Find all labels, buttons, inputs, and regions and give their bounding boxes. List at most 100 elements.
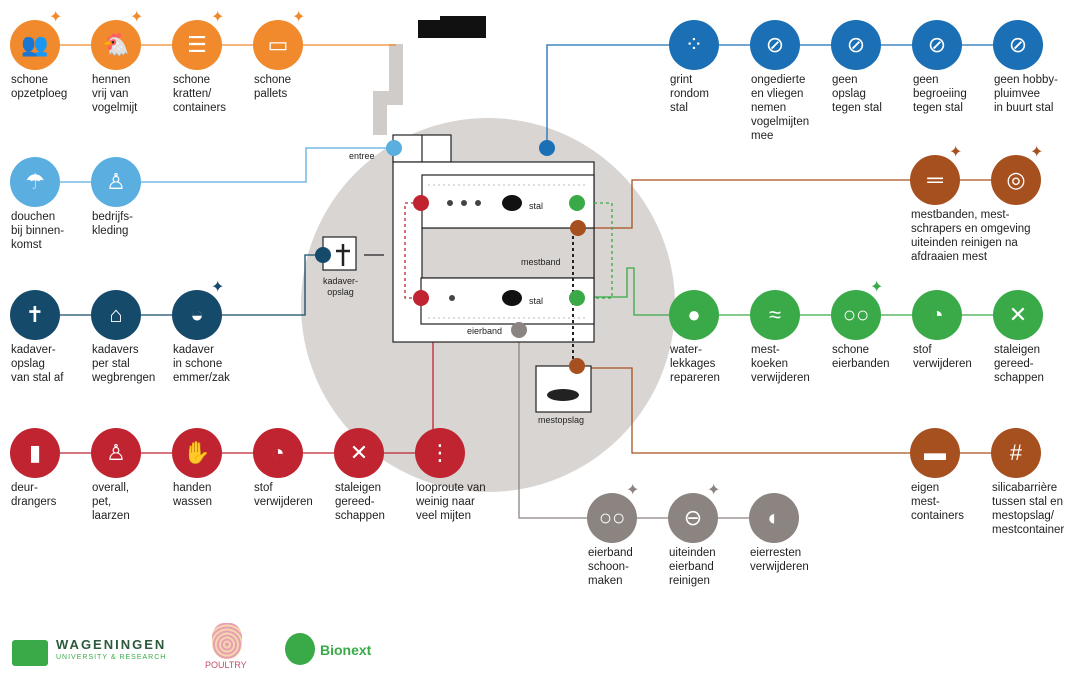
orange-label: hennen vrij van vogelmijt: [92, 74, 138, 114]
no-fly-icon: ⊘: [750, 20, 800, 70]
mite-icon: [449, 295, 455, 301]
green-dot-top: [569, 195, 585, 211]
orange-label: schone kratten/ containers: [173, 74, 227, 114]
sparkle-icon: ✦: [49, 9, 63, 26]
vacuum-icon: ◔: [912, 290, 962, 340]
no-storage-icon: ⊘: [831, 20, 881, 70]
light-blue-connector: [35, 147, 394, 183]
hen-icon: 🐔: [91, 20, 141, 70]
brown-bottom-connector: [577, 367, 1020, 454]
brown-bottom-label: silicabarrière tussen stal en mestopslag…: [992, 482, 1065, 536]
gravel-icon: ⁘: [669, 20, 719, 70]
sparkle-icon: ✦: [870, 279, 884, 296]
navy-label: kadaver in schone emmer/zak: [173, 344, 230, 384]
mestopslag-box: [535, 365, 592, 413]
hand-icon: ✋: [172, 428, 222, 478]
shower-icon: ☂: [10, 157, 60, 207]
navy-label: kadavers per stal wegbrengen: [92, 344, 156, 384]
green-label: schone eierbanden: [832, 344, 890, 370]
coverall-icon: ♙: [91, 157, 141, 207]
belt-icon: ═: [910, 155, 960, 205]
brown-bottom-label: eigen mest- containers: [911, 482, 965, 522]
blue-label: geen hobby- pluimvee in buurt stal: [994, 74, 1058, 114]
navy-dot: [315, 247, 331, 263]
overall-icon: ♙: [91, 428, 141, 478]
vacuum-icon: ◔: [253, 428, 303, 478]
red-label: overall, pet, laarzen: [92, 482, 130, 522]
grey-label: eierresten verwijderen: [750, 547, 809, 573]
blue-label: geen opslag tegen stal: [832, 74, 882, 114]
red-dot-top: [413, 195, 429, 211]
ladder-icon: ☰: [172, 20, 222, 70]
chicken-icon: [502, 290, 522, 306]
brown-dot-bottom: [569, 358, 585, 374]
door-icon: ▮: [10, 428, 60, 478]
sparkle-icon: ✦: [211, 279, 225, 296]
fence-icon: #: [991, 428, 1041, 478]
brown-top-connector: [578, 179, 1020, 229]
cross-icon: ✝: [10, 290, 60, 340]
brown-top-label: mestbanden, mest- schrapers en omgeving …: [911, 209, 1031, 263]
tunnel-icon: ⌂: [91, 290, 141, 340]
egg-belt-icon: ○○: [587, 493, 637, 543]
green-label: water- lekkages repareren: [670, 344, 720, 384]
entree-dot: [386, 140, 402, 156]
tools-icon: ✕: [334, 428, 384, 478]
scraper-icon: ◎: [991, 155, 1041, 205]
wageningen-subtitle: UNIVERSITY & RESEARCH: [56, 654, 167, 661]
brown-dot-top: [570, 220, 586, 236]
red-dot-bottom: [413, 290, 429, 306]
footsteps-icon: ⋮: [415, 428, 465, 478]
sparkle-icon: ✦: [292, 9, 306, 26]
navy-label: kadaver- opslag van stal af: [11, 344, 64, 384]
chicken-icon: [502, 195, 522, 211]
bucket-icon: ◒: [172, 290, 222, 340]
no-rooster-icon: ⊘: [993, 20, 1043, 70]
people-icon: 👥: [10, 20, 60, 70]
light-blue-label: douchen bij binnen- komst: [11, 211, 65, 251]
navy-connector: [35, 254, 323, 316]
green-dot-bottom: [569, 290, 585, 306]
red-label: looproute van weinig naar veel mijten: [416, 482, 486, 522]
red-label: stof verwijderen: [254, 482, 313, 508]
bionext-logo: [285, 633, 315, 665]
green-route-dashed: [594, 202, 613, 299]
mite-icon: [475, 200, 481, 206]
red-route-dashed: [404, 202, 420, 299]
label-stal-top: stal: [529, 201, 544, 211]
barn-inner-gap: [421, 227, 595, 279]
truck-connector-band: [373, 44, 403, 135]
manure-heap: [547, 389, 579, 401]
sparkle-icon: ✦: [707, 482, 721, 499]
blue-label: geen begroeiing tegen stal: [913, 74, 967, 114]
grey-dot: [511, 322, 527, 338]
sparkle-icon: ✦: [1030, 144, 1044, 161]
grey-label: uiteinden eierband reinigen: [669, 547, 716, 587]
grey-label: eierband schoon- maken: [588, 547, 633, 587]
label-eierband: eierband: [467, 326, 503, 336]
drop-icon: ●: [669, 290, 719, 340]
red-label: handen wassen: [173, 482, 212, 508]
wageningen-title: WAGENINGEN: [56, 637, 167, 652]
light-blue-label: bedrijfs- kleding: [92, 211, 133, 237]
mite-icon: [447, 200, 453, 206]
broken-egg-icon: ◐: [749, 493, 799, 543]
bionext-title: Bionext: [320, 642, 372, 658]
label-mestband: mestband: [521, 257, 561, 267]
poultry-logo: [212, 623, 242, 659]
blue-perimeter-dot: [539, 140, 555, 156]
sparkle-icon: ✦: [626, 482, 640, 499]
poultry-title: POULTRY: [205, 660, 247, 670]
blue-label: grint rondom stal: [670, 74, 709, 114]
eggs-icon: ○○: [831, 290, 881, 340]
green-label: staleigen gereed- schappen: [994, 344, 1044, 384]
pallet-icon: ▭: [253, 20, 303, 70]
label-mestopslag: mestopslag: [538, 415, 585, 425]
wageningen-logo: [12, 640, 48, 666]
mite-icon: [461, 200, 467, 206]
label-kadaver-opslag: kadaver- opslag: [323, 276, 359, 297]
no-tree-icon: ⊘: [912, 20, 962, 70]
container-icon: ▬: [910, 428, 960, 478]
